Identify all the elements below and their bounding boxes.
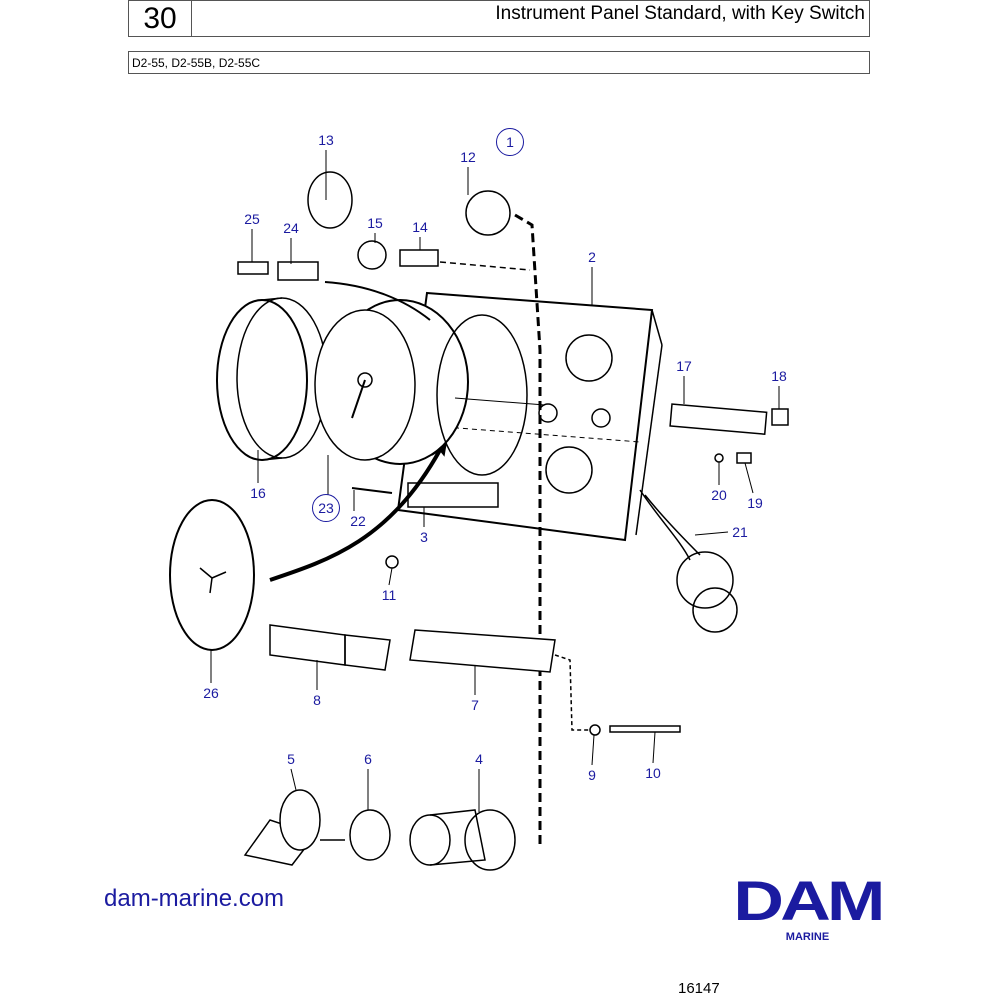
callout-3: 3 — [420, 529, 428, 545]
switch-bracket — [269, 624, 346, 666]
tachometer-needle-hub — [357, 372, 373, 388]
screw — [609, 725, 681, 733]
leader-lines — [210, 150, 780, 812]
callout-6: 6 — [364, 751, 372, 767]
nut-ring — [349, 809, 391, 861]
key-switch — [409, 814, 451, 866]
callout-4: 4 — [475, 751, 483, 767]
callout-15: 15 — [367, 215, 383, 231]
callout-16: 16 — [250, 485, 266, 501]
blank-cover — [169, 499, 255, 651]
panel-hole — [538, 403, 558, 423]
callout-23: 23 — [312, 494, 340, 522]
callout-11: 11 — [381, 587, 397, 603]
panel-opening — [436, 314, 528, 476]
website-link[interactable]: dam-marine.com — [104, 885, 285, 912]
panel-hole — [545, 446, 593, 494]
figure-number: 16147 — [678, 980, 720, 997]
connector-plug — [465, 190, 511, 236]
page-title: Instrument Panel Standard, with Key Swit… — [495, 3, 865, 24]
harness-connector — [676, 551, 734, 609]
callout-24: 24 — [283, 220, 299, 236]
callout-10: 10 — [645, 765, 661, 781]
callout-21: 21 — [732, 524, 748, 540]
callout-8: 8 — [313, 692, 321, 708]
panel-hole — [565, 334, 613, 382]
nut — [771, 408, 789, 426]
switch-panel — [409, 629, 556, 673]
washer — [714, 453, 724, 463]
callout-25: 25 — [244, 211, 260, 227]
lamp-cap — [307, 171, 353, 229]
callout-1: 1 — [496, 128, 524, 156]
bulb — [237, 261, 269, 275]
callout-5: 5 — [287, 751, 295, 767]
callout-22: 22 — [350, 513, 366, 529]
section-number: 30 — [129, 1, 192, 36]
tachometer-dial — [314, 309, 416, 461]
callout-7: 7 — [471, 697, 479, 713]
panel-hole — [591, 408, 611, 428]
logo-subtitle: MARINE — [785, 931, 830, 943]
dam-marine-logo: DAM MARINE — [715, 872, 900, 944]
callout-14: 14 — [412, 219, 428, 235]
callout-2: 2 — [588, 249, 596, 265]
logo-wordmark: DAM — [733, 869, 885, 932]
lamp-socket — [385, 555, 399, 569]
callout-19: 19 — [747, 495, 763, 511]
indicator-lamp — [357, 240, 387, 270]
callout-13: 13 — [318, 132, 334, 148]
bezel-ring-back — [236, 297, 328, 459]
header-box: 30 Instrument Panel Standard, with Key S… — [128, 0, 870, 37]
callout-9: 9 — [588, 767, 596, 783]
screw-small — [736, 452, 752, 464]
sender-switch — [399, 249, 439, 267]
cable-sleeve — [669, 403, 768, 436]
bezel-ring — [216, 299, 308, 461]
callout-12: 12 — [460, 149, 476, 165]
bulb-holder — [277, 261, 319, 281]
washer — [589, 724, 601, 736]
callout-18: 18 — [771, 368, 787, 384]
model-list: D2-55, D2-55B, D2-55C — [128, 51, 870, 74]
callout-17: 17 — [676, 358, 692, 374]
callout-26: 26 — [203, 685, 219, 701]
callout-20: 20 — [711, 487, 727, 503]
